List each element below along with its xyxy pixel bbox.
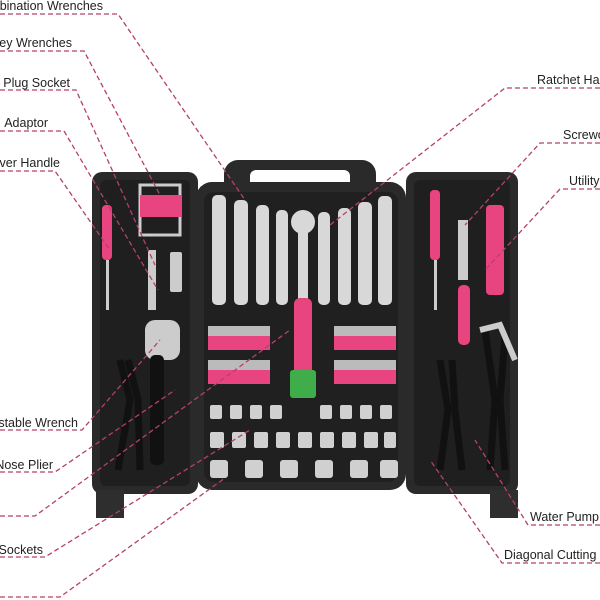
right-case-panel [406, 172, 518, 518]
label-combination-wrenches: bination Wrenches [0, 0, 103, 13]
label-adaptor: Adaptor [4, 116, 48, 130]
combination-wrenches [212, 195, 392, 305]
label-screwdriver: Screwo [563, 128, 600, 142]
label-long-nose-plier: Nose Plier [0, 458, 53, 472]
label-utility-knife: Utility I [569, 174, 600, 188]
leader-lines [0, 13, 600, 598]
label-screwdriver-handle: ver Handle [0, 156, 60, 170]
label-sockets: Sockets [0, 543, 43, 557]
left-case-panel [92, 172, 198, 518]
ratchet-handle [290, 210, 316, 398]
label-adjustable-wrench: stable Wrench [0, 416, 78, 430]
center-case [196, 160, 406, 490]
label-ratchet-handle: Ratchet Ha [537, 73, 600, 87]
sockets [210, 405, 398, 478]
bit-holders [208, 326, 396, 384]
label-spark-plug-socket: ( Plug Socket [0, 76, 71, 90]
label-hex-key-wrenches: ey Wrenches [0, 36, 72, 50]
label-diagonal-cutting-plier: Diagonal Cutting [504, 548, 596, 562]
label-water-pump-plier: Water Pump [530, 510, 599, 524]
